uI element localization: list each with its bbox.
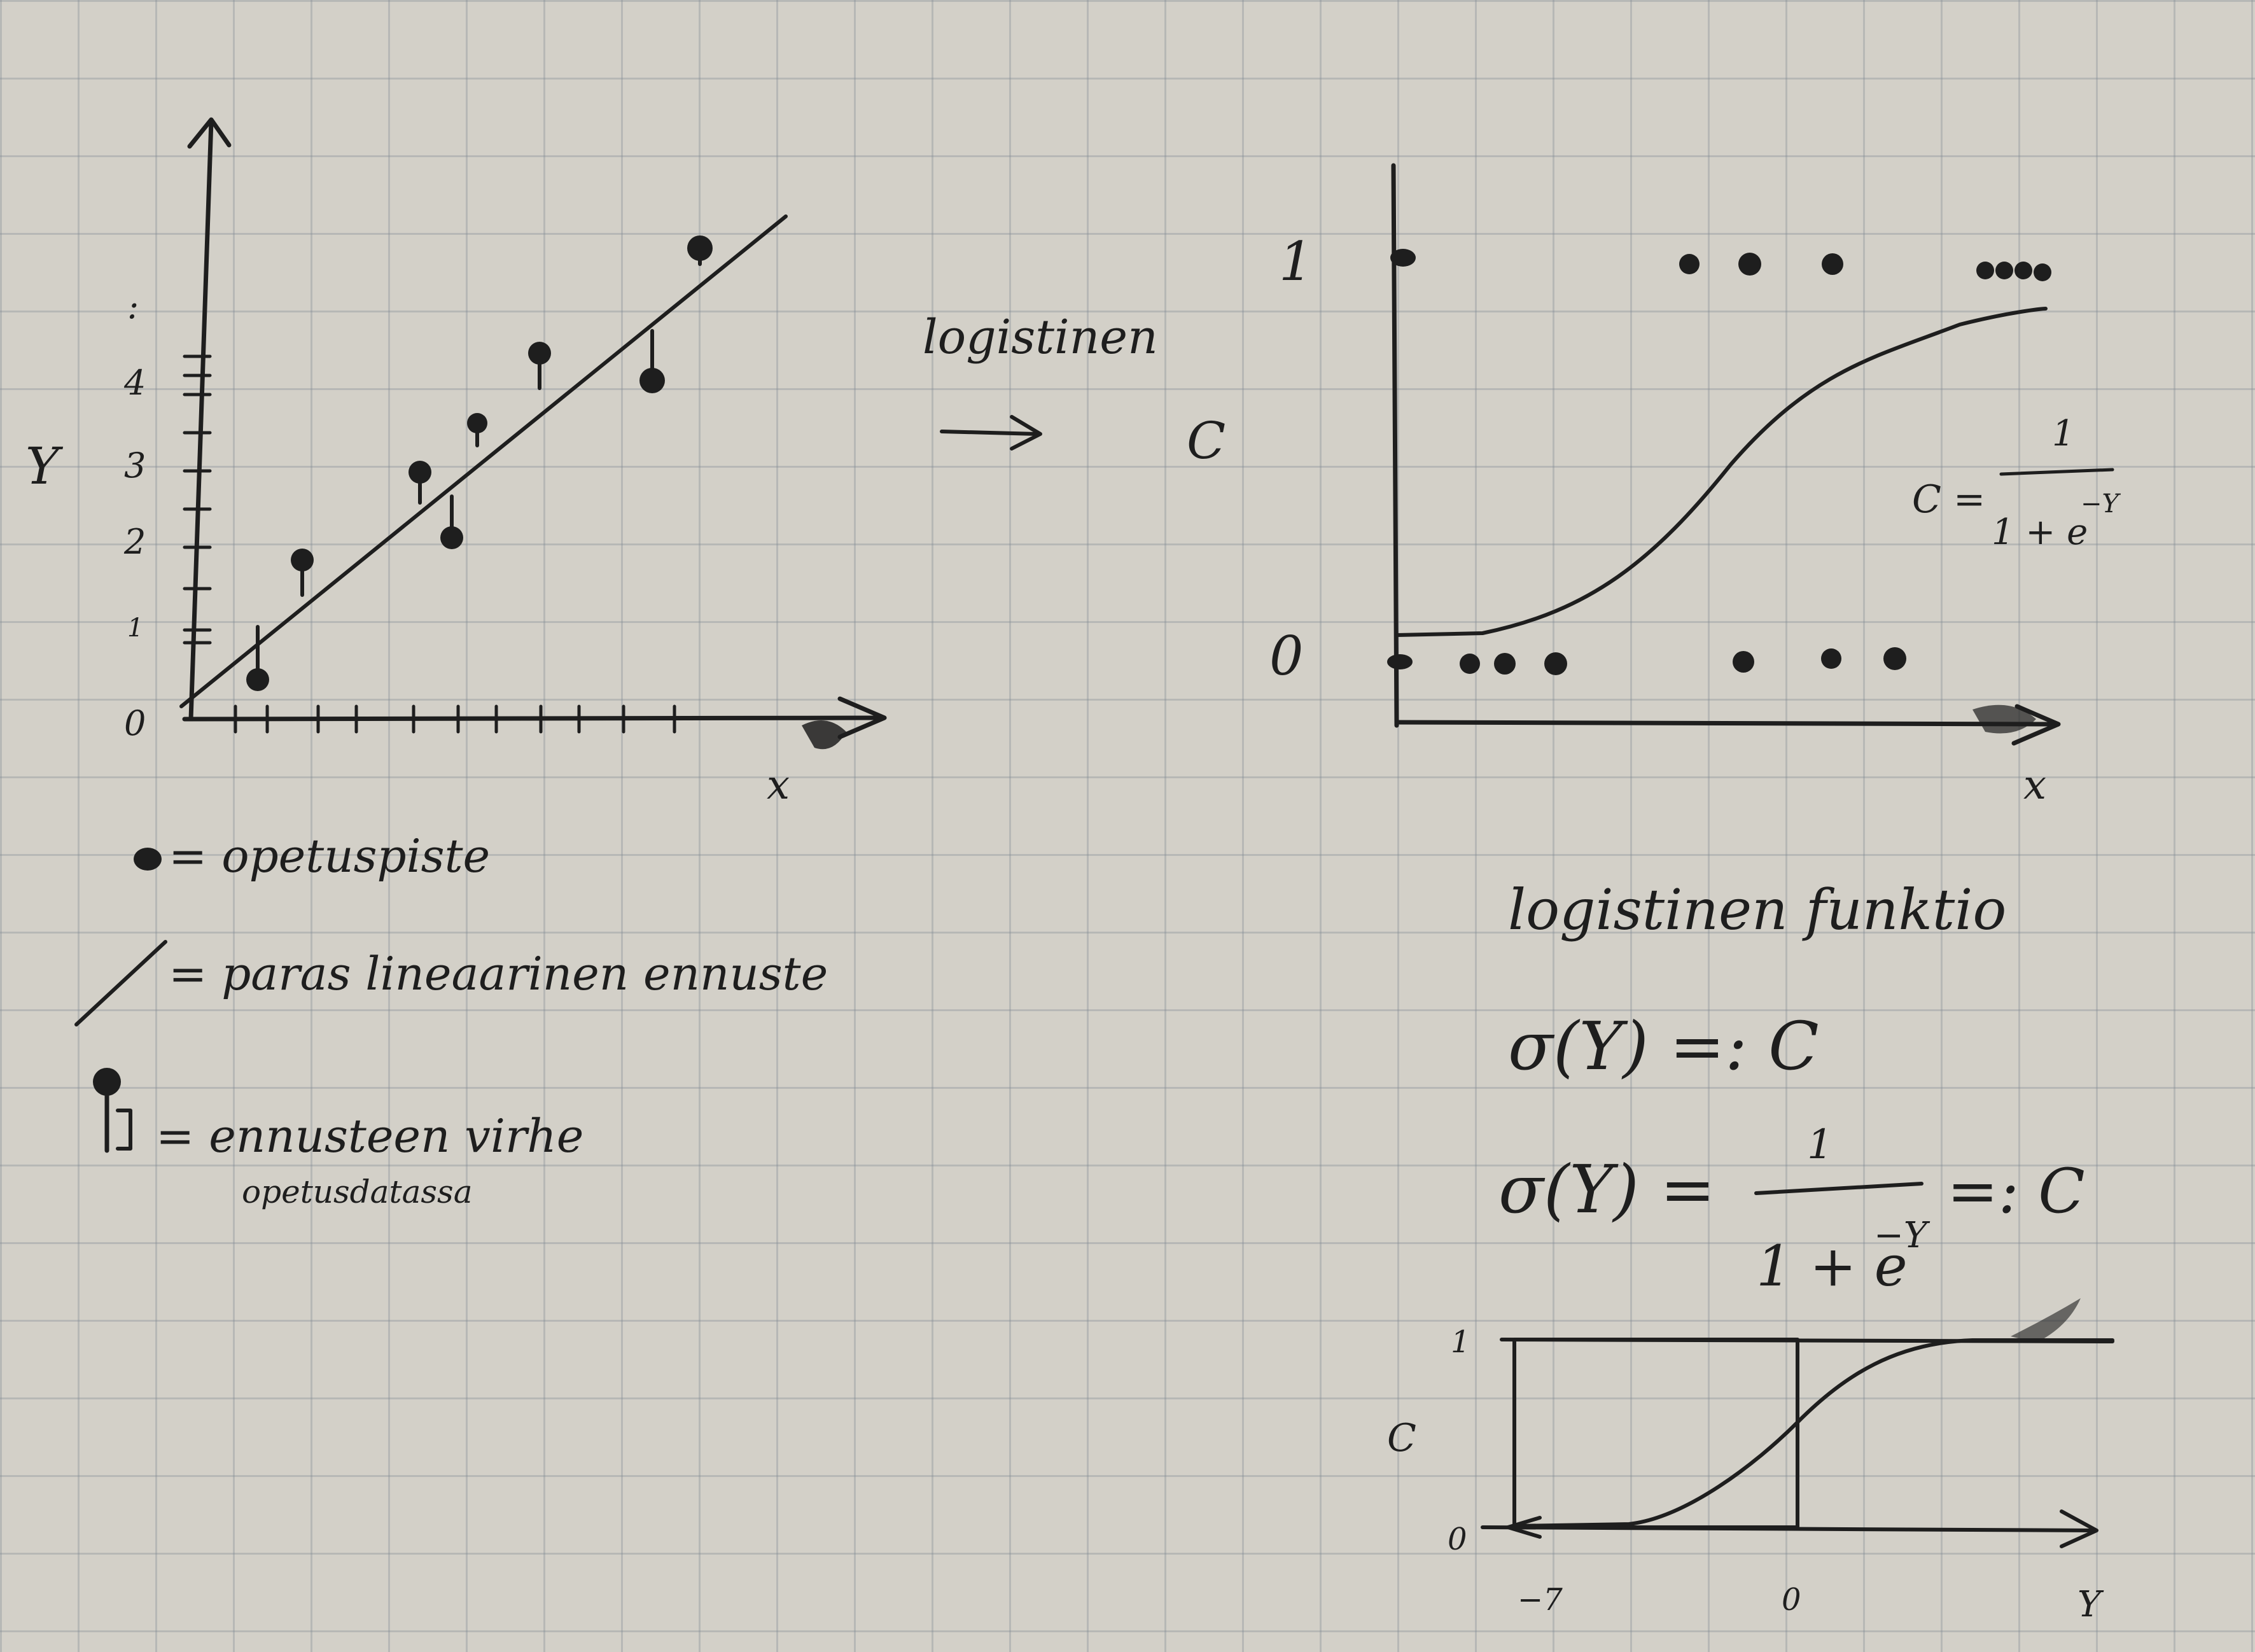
left-y-axis-label: Y [25, 437, 64, 496]
right-tick-1: 1 [1279, 230, 1313, 293]
class-1-points [1390, 249, 2051, 281]
left-x-axis-arrowhead [837, 696, 887, 739]
small-plot-x-axis-arrowhead [2060, 1509, 2098, 1548]
arrow-shaft [940, 430, 1039, 436]
left-y-tick-4: 4 [123, 363, 146, 403]
right-formula-lhs: C = [1912, 477, 1985, 522]
left-x-axis-label: x [767, 762, 790, 809]
training-point [246, 625, 269, 691]
small-plot-box [1512, 1338, 1799, 1529]
linear-regression-plot: Y 0 1 2 3 4 : x [25, 117, 887, 809]
logistic-line2-fraction-bar [1754, 1182, 1923, 1195]
legend-best-linear-symbol [74, 940, 167, 1026]
legend-best-linear-text: = paras lineaarinen ennuste [169, 947, 828, 1000]
logistic-classification-plot: C 1 0 x C = 1 1 + e −Y [1187, 163, 2121, 809]
small-plot-left-arrowhead [1506, 1516, 1542, 1539]
logistic-line2-rhs: =: C [1947, 1156, 2085, 1227]
logistic-line2-numerator: 1 [1807, 1121, 1833, 1168]
small-plot-x-axis-label: Y [2077, 1584, 2104, 1625]
right-x-axis-smudge [1972, 704, 2036, 734]
logistic-line1: σ(Y) =: C [1508, 1007, 1819, 1085]
training-point [467, 413, 487, 447]
transform-arrow-label: logistinen [923, 310, 1158, 365]
left-y-continuation-dots: : [127, 286, 139, 326]
legend-training-point-symbol [134, 848, 162, 871]
left-x-axis-smudge [802, 720, 846, 750]
training-point [687, 235, 713, 266]
legend-error-text: = ennusteen virhe [156, 1109, 583, 1163]
legend: = opetuspiste = paras lineaarinen ennust… [74, 829, 828, 1210]
legend-error-symbol [93, 1068, 132, 1153]
logistic-line2-denominator: 1 + e [1756, 1233, 1908, 1299]
small-plot-y-axis-label: C [1387, 1416, 1416, 1460]
small-plot-smudge [2011, 1298, 2081, 1343]
small-sigmoid-plot: C 1 0 −7 0 Y [1387, 1298, 2114, 1625]
right-x-axis-arrowhead [2011, 704, 2061, 746]
left-y-tick-2: 2 [123, 522, 146, 562]
small-plot-tick-0: 0 [1448, 1522, 1467, 1557]
small-plot-tick-1: 1 [1451, 1324, 1470, 1360]
right-y-axis [1391, 163, 1399, 728]
training-point [408, 461, 431, 505]
left-x-axis [182, 715, 881, 722]
legend-error-text-line2: opetusdatassa [242, 1173, 473, 1210]
right-formula-fraction-bar [1999, 468, 2114, 476]
left-y-axis [188, 118, 214, 722]
left-x-tick-marks [234, 704, 676, 734]
logistic-function-definition: logistinen funktio σ(Y) =: C σ(Y) = 1 1 … [1498, 877, 2085, 1299]
logistic-title: logistinen funktio [1508, 877, 2006, 942]
right-sigmoid-curve [1395, 307, 2048, 637]
right-x-axis-label: x [2023, 762, 2046, 809]
small-sigmoid-curve [1512, 1338, 2114, 1528]
logistic-line2-exponent: −Y [1874, 1215, 1930, 1256]
left-y-axis-arrowhead [187, 117, 232, 149]
arrow-head [1010, 415, 1042, 451]
right-formula-denominator: 1 + e [1992, 512, 2088, 553]
left-y-tick-0: 0 [124, 703, 146, 743]
small-plot-x-tick-neg: −7 [1518, 1582, 1563, 1618]
small-plot-x-axis [1481, 1525, 2095, 1532]
training-point [639, 329, 665, 393]
right-x-axis [1394, 720, 2058, 727]
class-0-points [1387, 647, 1906, 675]
right-y-axis-label: C [1187, 411, 1225, 470]
left-y-tick-marks [183, 354, 212, 645]
left-y-tick-3: 3 [124, 445, 146, 486]
training-point [440, 494, 463, 549]
left-y-tick-1: 1 [127, 613, 143, 643]
transform-arrow: logistinen [923, 310, 1158, 451]
legend-training-point-text: = opetuspiste [169, 829, 490, 883]
right-formula-numerator: 1 [2052, 413, 2075, 454]
right-formula-exponent: −Y [2081, 489, 2121, 519]
logistic-line2-lhs: σ(Y) = [1498, 1151, 1715, 1228]
training-point [291, 549, 314, 597]
training-point [528, 342, 551, 390]
right-tick-0: 0 [1269, 625, 1303, 687]
small-plot-x-tick-zero: 0 [1782, 1582, 1801, 1618]
best-fit-line [179, 214, 788, 708]
